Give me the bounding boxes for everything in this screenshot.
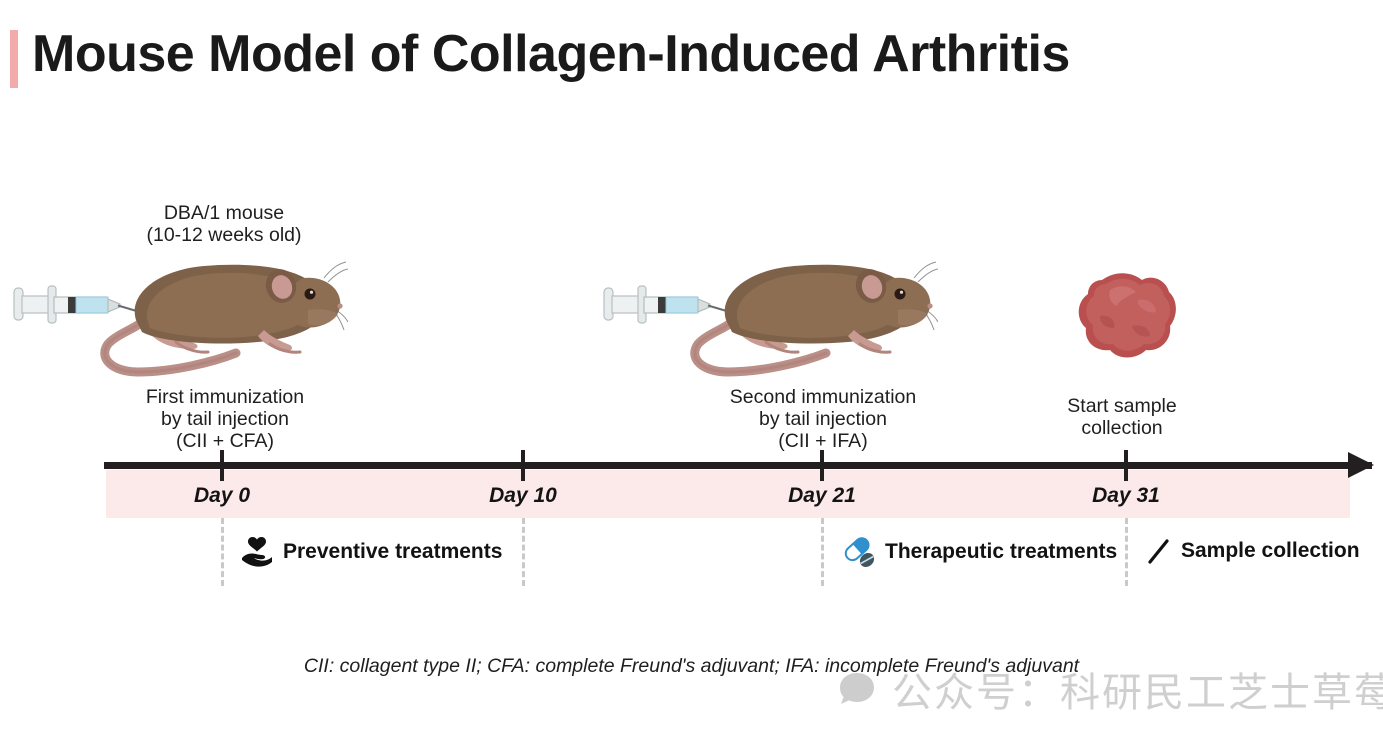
timeline-arrowhead: [1348, 452, 1374, 478]
capsule-pill-icon: [844, 537, 875, 567]
footnote-abbreviations: CII: collagent type II; CFA: complete Fr…: [303, 655, 1080, 677]
diagonal-slash-icon: [1148, 539, 1169, 564]
guide-line-day-21: [821, 518, 824, 586]
mouse-with-syringe-illustration-second: [603, 261, 938, 377]
day-label-21: Day 21: [788, 484, 856, 507]
mouse-with-syringe-illustration-first: [13, 261, 348, 377]
mouse-strain-caption: DBA/1 mouse (10-12 weeks old): [146, 202, 302, 246]
guide-line-day-10: [522, 518, 525, 586]
timeline-band: [106, 470, 1350, 518]
sample-collection-caption: Start sample collection: [1067, 395, 1177, 439]
tissue-sample-illustration: [1078, 273, 1176, 358]
first-immunization-caption: First immunization by tail injection (CI…: [145, 386, 305, 452]
legend-label-sample: Sample collection: [1181, 539, 1360, 562]
title-accent-bar: [10, 30, 18, 88]
tick-day-10: [521, 450, 525, 481]
legend-sample-collection: Sample collection: [1146, 536, 1360, 566]
legend-label-preventive: Preventive treatments: [283, 540, 503, 563]
legend-preventive-treatments: Preventive treatments: [240, 536, 502, 568]
legend-label-therapeutic: Therapeutic treatments: [885, 540, 1118, 563]
legend-therapeutic-treatments: Therapeutic treatments: [842, 536, 1117, 568]
syringe-icon: [13, 285, 141, 324]
timeline-axis: [104, 462, 1372, 469]
heart-in-hand-icon: [242, 537, 272, 567]
page-title: Mouse Model of Collagen-Induced Arthriti…: [32, 25, 1070, 83]
tick-day-21: [820, 450, 824, 481]
tick-day-0: [220, 450, 224, 481]
guide-line-day-31: [1125, 518, 1128, 586]
second-immunization-caption: Second immunization by tail injection (C…: [729, 386, 917, 452]
day-label-10: Day 10: [489, 484, 557, 507]
day-label-0: Day 0: [193, 484, 251, 507]
day-label-31: Day 31: [1092, 484, 1160, 507]
guide-line-day-0: [221, 518, 224, 586]
tick-day-31: [1124, 450, 1128, 481]
syringe-icon: [603, 285, 731, 324]
